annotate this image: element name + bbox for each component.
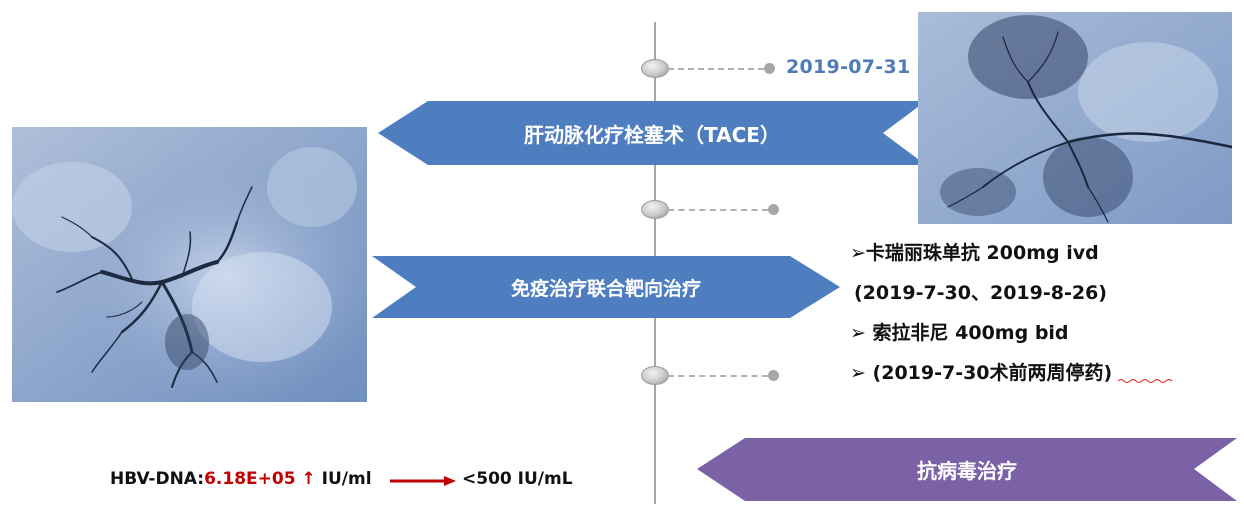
timeline-node xyxy=(641,200,669,219)
spellcheck-underline xyxy=(1118,379,1173,383)
hbv-prefix: HBV-DNA: xyxy=(110,469,205,489)
hbv-value: 6.18E+05 xyxy=(204,469,296,489)
antiviral-label: 抗病毒治疗 xyxy=(917,459,1017,483)
right-arrow-icon xyxy=(390,476,456,486)
drug-line-1: ➢卡瑞丽珠单抗 200mg ivd xyxy=(850,242,1099,264)
hbv-after: <500 IU/mL xyxy=(462,469,573,489)
banner-shape xyxy=(697,438,1237,501)
timeline-node xyxy=(641,59,669,78)
timeline-dot xyxy=(764,63,775,74)
tace-label: 肝动脉化疗栓塞术（TACE） xyxy=(524,122,780,147)
drug-line-4: ➢ (2019-7-30术前两周停药) xyxy=(850,362,1113,384)
timeline-node xyxy=(641,366,669,385)
antiviral-banner: 抗病毒治疗 xyxy=(697,438,1237,501)
timeline-dot xyxy=(768,204,779,215)
immuno-banner: 免疫治疗联合靶向治疗 xyxy=(372,256,840,318)
drug-line-3: ➢ 索拉非尼 400mg bid xyxy=(850,322,1069,344)
hbv-unit: IU/ml xyxy=(315,469,372,489)
tace-banner: 肝动脉化疗栓塞术（TACE） xyxy=(378,101,926,165)
timeline-connector xyxy=(668,68,764,70)
drug-line-2: (2019-7-30、2019-8-26) xyxy=(854,282,1107,304)
timeline-connector xyxy=(668,375,768,377)
timeline-connector xyxy=(668,209,768,211)
banner-shape xyxy=(372,256,840,318)
immuno-label: 免疫治疗联合靶向治疗 xyxy=(510,277,701,300)
hbv-dna-line: HBV-DNA:6.18E+05 ↑ IU/ml xyxy=(110,469,372,489)
timeline-dot xyxy=(768,370,779,381)
angiography-image-right xyxy=(918,12,1232,224)
banner-shape xyxy=(378,101,926,165)
up-arrow-icon: ↑ xyxy=(301,469,316,489)
timeline-date: 2019-07-31 xyxy=(786,56,911,78)
angiography-image-left xyxy=(12,127,367,402)
